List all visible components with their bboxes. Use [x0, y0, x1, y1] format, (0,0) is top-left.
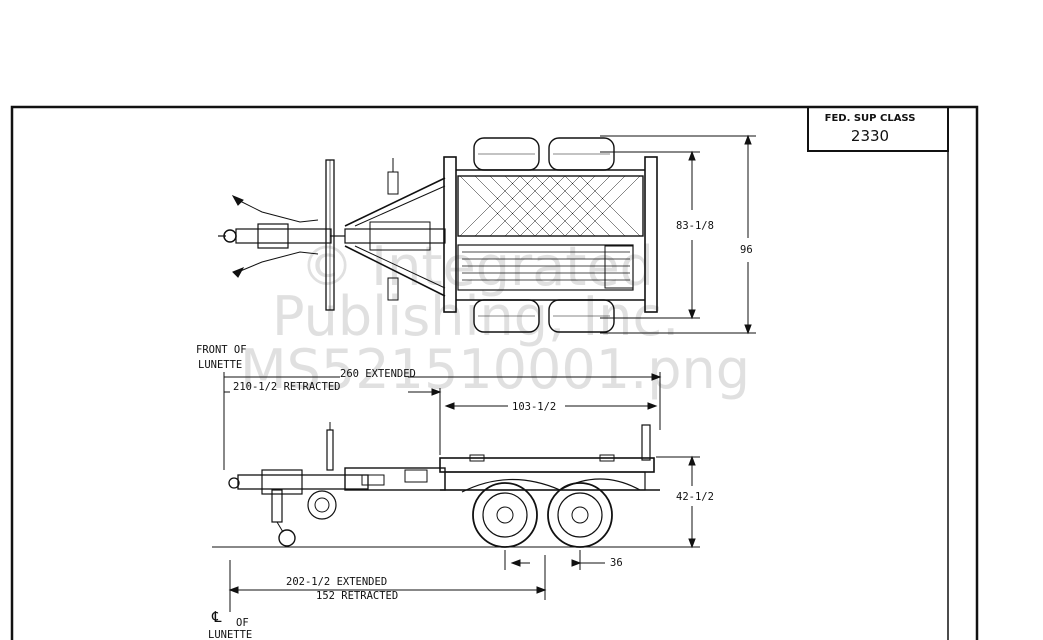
- dim-bed-height: 42-1/2: [676, 491, 714, 503]
- page-border: [10, 105, 979, 640]
- centerline-of: OF: [236, 617, 249, 629]
- title-block-label: FED. SUP CLASS: [825, 113, 916, 124]
- dim-width-tires: 83-1/8: [676, 220, 714, 232]
- front-of-lunette-line-1: FRONT OF: [196, 344, 247, 356]
- top-view: [218, 137, 658, 333]
- watermark-line-3: MS521510001.png: [240, 338, 750, 401]
- title-block: FED. SUP CLASS 2330: [807, 106, 949, 152]
- centerline-symbol: ℄: [211, 608, 222, 626]
- dim-axle-spacing: 36: [610, 557, 623, 569]
- centerline-lunette: LUNETTE: [208, 629, 252, 640]
- side-view: [212, 422, 664, 548]
- top-view-dimensions: [600, 134, 756, 335]
- dim-length-extended: 260 EXTENDED: [340, 368, 416, 380]
- front-of-lunette-line-2: LUNETTE: [198, 359, 242, 371]
- dim-height-overall: 96: [740, 244, 753, 256]
- cable-drum-hatching: [459, 175, 641, 237]
- dim-bed-length: 103-1/2: [512, 401, 556, 413]
- dim-length-retracted: 210-1/2 RETRACTED: [233, 381, 340, 393]
- title-block-value: 2330: [851, 127, 889, 145]
- side-view-dimensions: [223, 372, 700, 612]
- dim-to-axle-retracted: 152 RETRACTED: [316, 590, 398, 602]
- watermark-line-2: Publishing, Inc.: [272, 285, 679, 348]
- dim-to-axle-extended: 202-1/2 EXTENDED: [286, 576, 387, 588]
